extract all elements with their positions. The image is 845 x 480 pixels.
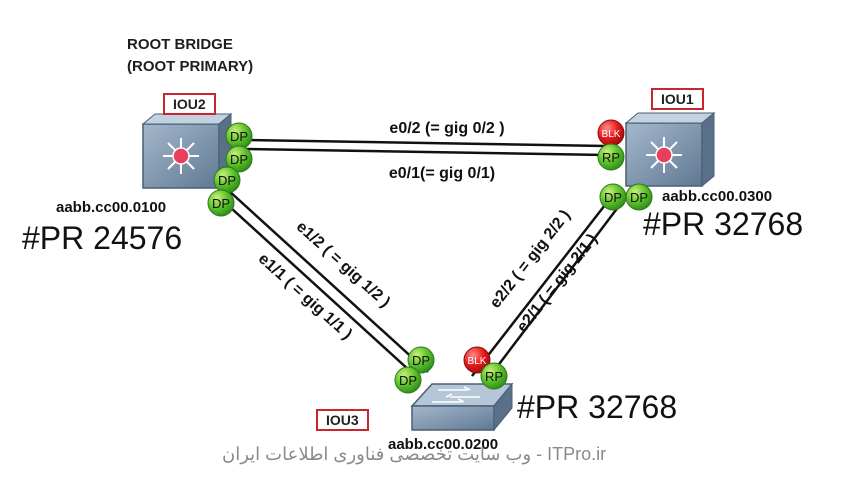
iou1-priority: #PR 32768 [643,206,804,242]
link-label-e2-1: e2/1 ( = gig 2/1 ) [514,231,601,336]
port-iou1-e0-2: BLK [597,119,625,147]
port-role-label: DP [218,173,236,188]
port-iou2-e0-2: DP [225,122,253,150]
link-label-e0-2: e0/2 (= gig 0/2 ) [389,120,504,137]
port-role-label: DP [604,190,622,205]
port-iou3-e2-1: RP [480,362,508,390]
link-iou1-iou3 [471,195,623,385]
link-label-e2-2: e2/2 ( = gig 2/2 ) [487,207,574,312]
port-role-label: RP [485,369,503,384]
port-iou1-e2-2: DP [599,183,627,211]
port-iou3-e1-2: DP [407,346,435,374]
iou1-mac-address: aabb.cc00.0300 [662,188,773,205]
link-label-e0-1: e0/1(= gig 0/1) [389,165,495,182]
port-iou2-e0-1: DP [225,145,253,173]
root-bridge-line-2: (ROOT PRIMARY) [127,58,254,75]
port-iou2-e1-1: DP [207,189,235,217]
site-watermark: وب سایت تخصصی فناوری اطلاعات ایران - ITP… [222,444,607,464]
link-iou2-iou1 [243,138,607,157]
port-role-label: DP [230,129,248,144]
root-bridge-label: ROOT BRIDGE (ROOT PRIMARY) [127,34,253,78]
iou2-mac-address: aabb.cc00.0100 [56,199,167,216]
port-role-label: BLK [468,356,487,367]
port-iou3-e1-1: DP [394,366,422,394]
port-role-label: DP [212,196,230,211]
port-role-label: BLK [602,129,621,140]
iou3-switch-icon[interactable] [410,382,514,432]
port-iou3-e2-2: BLK [463,346,491,374]
iou1-switch-icon[interactable] [624,111,716,188]
port-iou1-e2-1: DP [625,183,653,211]
port-iou1-e0-1: RP [597,143,625,171]
port-role-label: DP [630,190,648,205]
port-role-label: DP [399,373,417,388]
link-iou2-iou3 [219,189,429,381]
port-role-label: DP [412,353,430,368]
iou2-priority: #PR 24576 [22,220,183,256]
port-role-label: DP [230,152,248,167]
iou3-name-box: IOU3 [316,409,369,431]
port-role-label: RP [602,150,620,165]
iou3-priority: #PR 32768 [517,389,678,425]
iou1-name-box: IOU1 [651,88,704,110]
port-iou2-e1-2: DP [213,166,241,194]
iou3-mac-address: aabb.cc00.0200 [388,436,499,453]
root-bridge-line-1: ROOT BRIDGE [127,36,233,53]
iou2-name-box: IOU2 [163,93,216,115]
